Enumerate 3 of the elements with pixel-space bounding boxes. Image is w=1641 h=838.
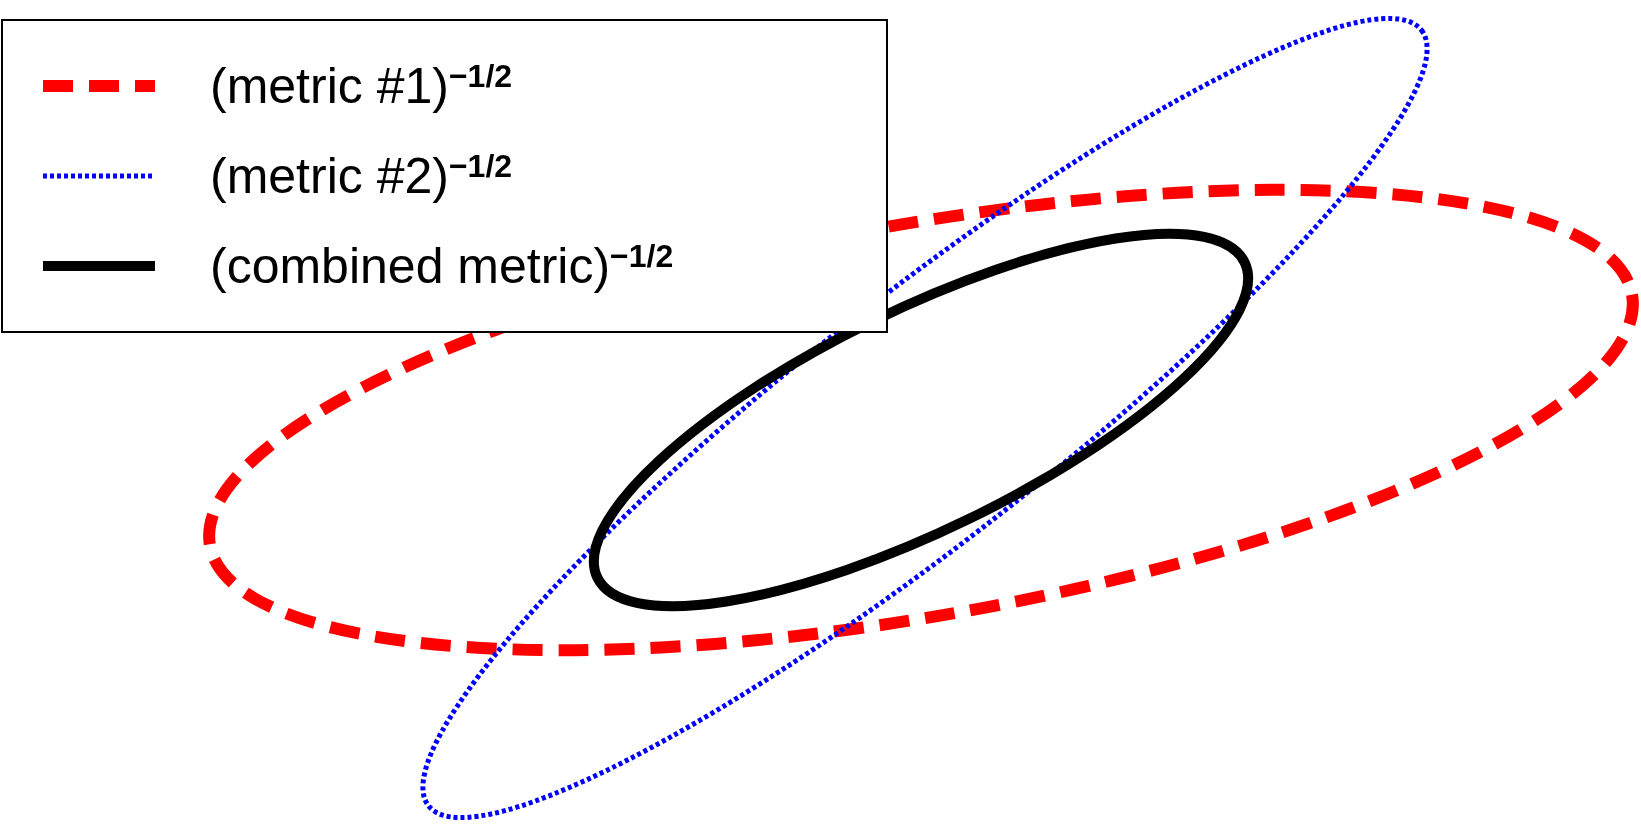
- legend-label: (metric #2)$^{−1/2}$: [210, 147, 513, 206]
- legend-label: (combined metric)$^{−1/2}$: [210, 237, 674, 296]
- legend-label: (metric #1)$^{−1/2}$: [210, 57, 513, 116]
